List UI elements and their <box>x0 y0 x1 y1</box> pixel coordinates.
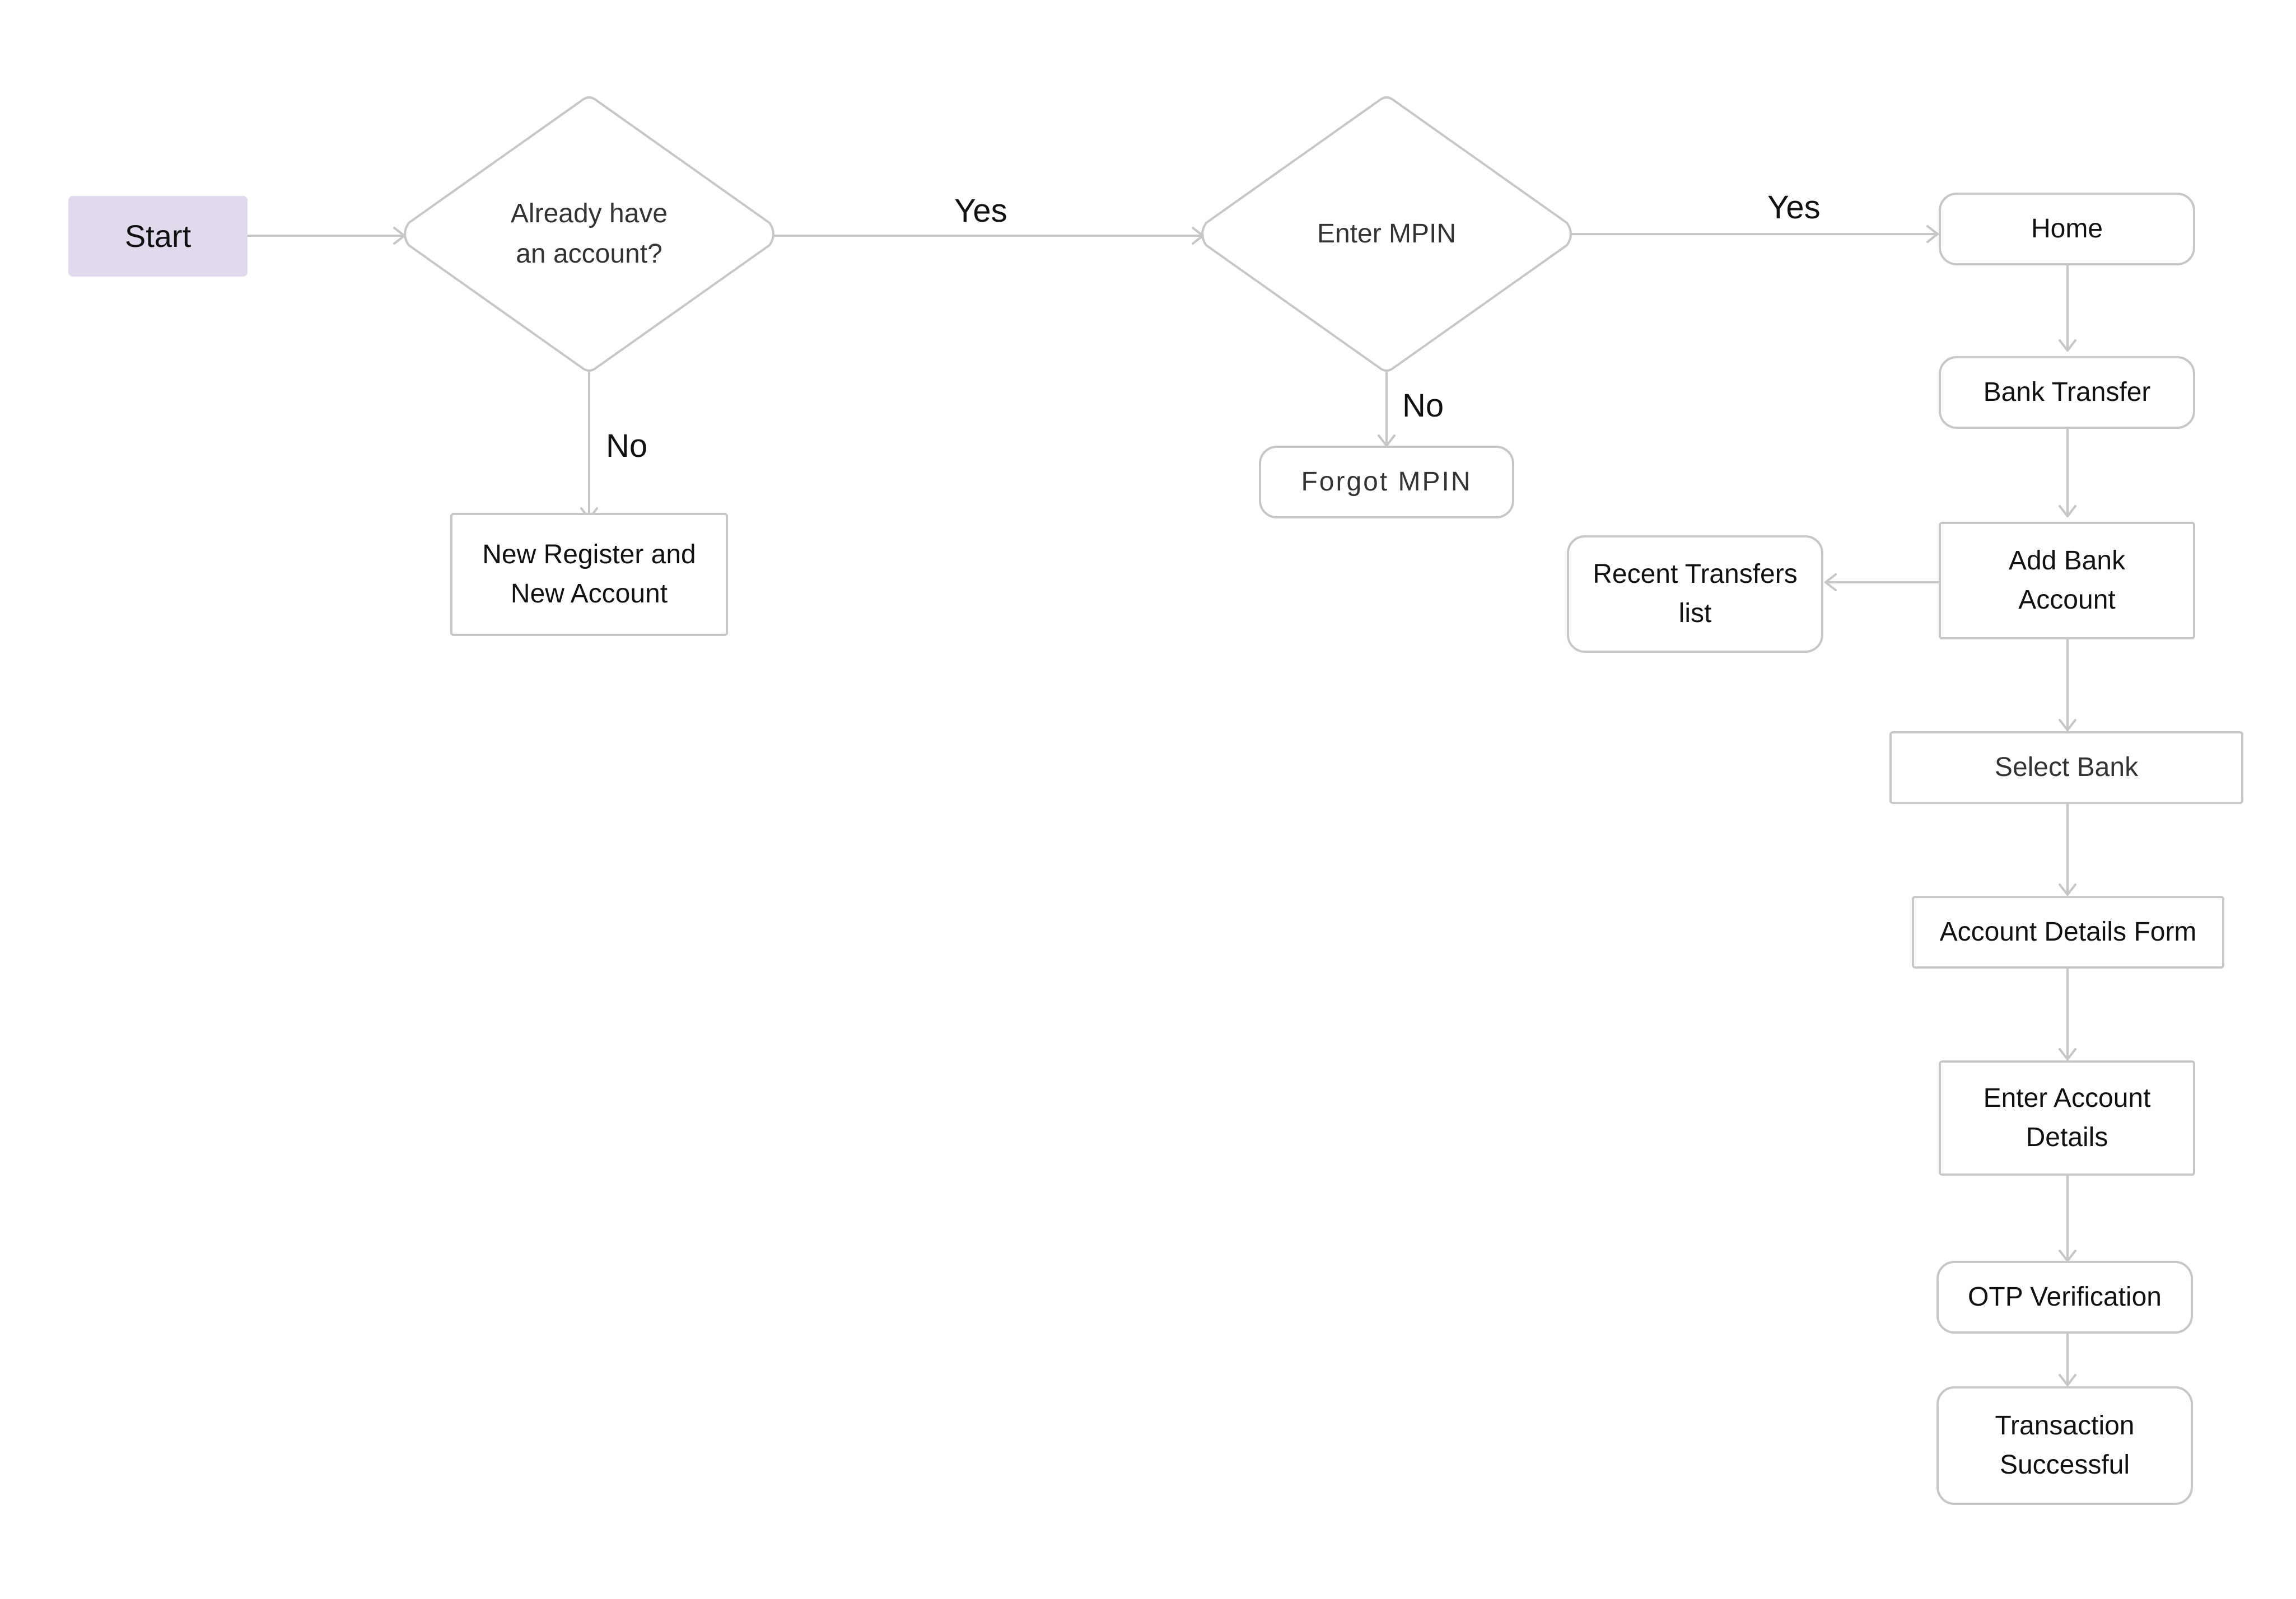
edge-label-mpin-no: No <box>1402 387 1444 424</box>
decision-account-label: Already have an account? <box>510 199 668 269</box>
select-bank-node: Select Bank <box>1889 731 2243 804</box>
home-node: Home <box>1939 193 2195 265</box>
forgot-mpin-node: Forgot MPIN <box>1259 446 1514 518</box>
add-bank-account-node: Add Bank Account <box>1939 522 2195 639</box>
arrowhead-transfer-to-add <box>2059 505 2076 517</box>
decision-diamond-account <box>404 96 774 372</box>
decision-mpin-label-box: Enter MPIN <box>1263 206 1510 262</box>
new-register-node: New Register and New Account <box>450 513 728 636</box>
arrowhead-select-to-form <box>2059 883 2076 896</box>
recent-transfers-label: Recent Transfers list <box>1593 559 1798 628</box>
arrowhead-add-to-recent <box>1824 573 1837 591</box>
edge-label-account-no: No <box>606 428 648 464</box>
bank-transfer-node: Bank Transfer <box>1939 356 2195 429</box>
recent-transfers-node: Recent Transfers list <box>1567 535 1823 653</box>
edge-label-account-yes: Yes <box>954 193 1007 229</box>
decision-diamond-mpin <box>1201 96 1572 372</box>
edge-label-mpin-yes: Yes <box>1767 189 1821 226</box>
enter-account-details-node: Enter Account Details <box>1939 1060 2195 1176</box>
arrowhead-mpin-to-home <box>1926 225 1939 243</box>
otp-verification-node: OTP Verification <box>1936 1261 2193 1334</box>
account-details-form-label: Account Details Form <box>1939 917 2197 947</box>
start-label: Start <box>124 218 192 254</box>
arrowhead-start-to-decision <box>393 227 405 245</box>
decision-account-label-box: Already have an account? <box>466 178 712 290</box>
transaction-successful-label: Transaction Successful <box>1995 1411 2135 1480</box>
home-label: Home <box>2031 214 2103 244</box>
enter-account-details-label: Enter Account Details <box>1983 1083 2151 1152</box>
arrowhead-form-to-enter <box>2059 1048 2076 1060</box>
bank-transfer-label: Bank Transfer <box>1983 377 2151 408</box>
select-bank-label: Select Bank <box>1994 752 2139 783</box>
otp-verification-label: OTP Verification <box>1968 1282 2162 1312</box>
account-details-form-node: Account Details Form <box>1912 896 2224 969</box>
arrowhead-otp-to-success <box>2059 1374 2076 1386</box>
decision-mpin-label: Enter MPIN <box>1317 219 1457 249</box>
arrowhead-decision-to-mpin <box>1192 227 1204 245</box>
add-bank-account-label: Add Bank Account <box>2008 546 2126 615</box>
new-register-label: New Register and New Account <box>482 540 696 609</box>
transaction-successful-node: Transaction Successful <box>1936 1386 2193 1505</box>
arrowhead-home-to-transfer <box>2059 339 2076 352</box>
start-node: Start <box>68 196 248 277</box>
arrowhead-add-to-select <box>2059 719 2076 731</box>
forgot-mpin-label: Forgot MPIN <box>1301 467 1472 497</box>
